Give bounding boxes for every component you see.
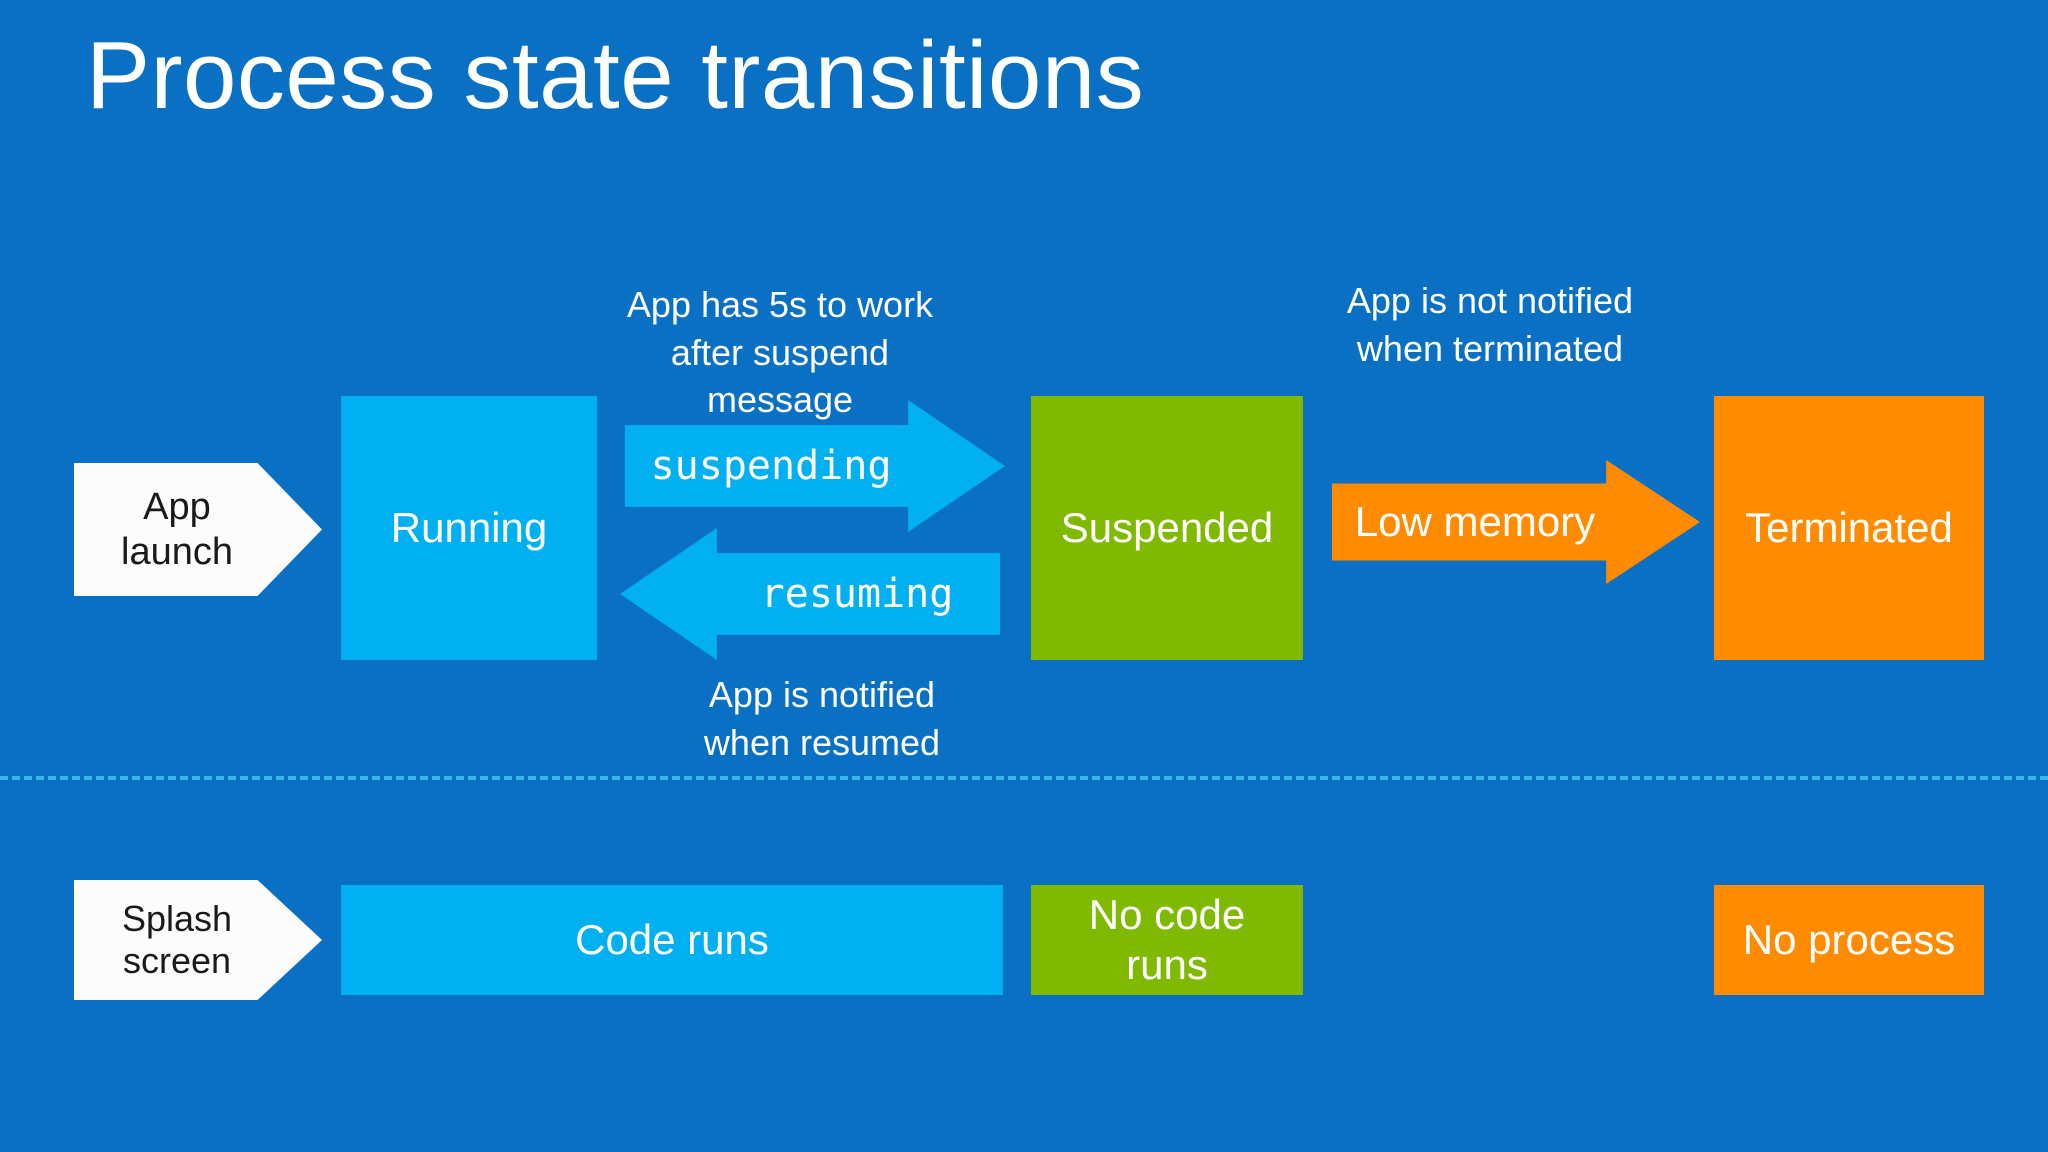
transition-arrow-low-memory[interactable]: Low memory [1332, 460, 1700, 584]
caption-low-memory-line-2: when terminated [1356, 327, 1624, 369]
section-divider [0, 776, 2048, 780]
bottom-bar-no-code-runs[interactable]: No code runs [1031, 885, 1303, 995]
splash-screen-label-line-2: screen [122, 940, 232, 981]
state-label-terminated: Terminated [1745, 503, 1953, 551]
caption-resuming-line-2: when resumed [703, 721, 941, 763]
state-box-suspended[interactable]: Suspended [1031, 396, 1303, 660]
state-label-running: Running [390, 503, 548, 551]
caption-suspending-line-2: after suspend [670, 331, 890, 373]
bottom-bar-label-no-code-runs-line-1: No code [1088, 890, 1246, 938]
transition-arrow-resuming[interactable]: resuming [620, 528, 1000, 660]
bottom-bar-label-code-runs: Code runs [575, 915, 769, 963]
bottom-bar-label-no-process: No process [1742, 915, 1956, 963]
bottom-bar-code-runs[interactable]: Code runs [341, 885, 1003, 995]
bottom-bar-no-process[interactable]: No process [1714, 885, 1984, 995]
splash-screen-label-line-1: Splash [121, 897, 233, 939]
transition-label-suspending: suspending [650, 443, 892, 489]
caption-suspending-line-1: App has 5s to work [626, 284, 934, 325]
app-launch-label-line-2: launch [121, 530, 233, 573]
splash-screen-pentagon[interactable]: Splash screen [74, 880, 322, 1000]
caption-resuming-line-1: App is notified [708, 674, 936, 715]
caption-low-memory: App is not notified when terminated [1320, 277, 1660, 372]
transition-label-resuming: resuming [760, 571, 954, 617]
app-launch-label-line-1: App [143, 485, 211, 528]
caption-suspending: App has 5s to work after suspend message [610, 281, 950, 424]
state-label-suspended: Suspended [1060, 503, 1274, 551]
bottom-bar-label-no-code-runs-line-2: runs [1126, 941, 1208, 988]
caption-suspending-line-3: message [706, 379, 854, 421]
page-title: Process state transitions [86, 22, 1145, 129]
caption-resuming: App is notified when resumed [672, 671, 972, 766]
state-box-running[interactable]: Running [341, 396, 597, 660]
state-box-terminated[interactable]: Terminated [1714, 396, 1984, 660]
transition-label-low-memory: Low memory [1354, 498, 1596, 545]
caption-low-memory-line-1: App is not notified [1346, 280, 1634, 321]
app-launch-pentagon[interactable]: App launch [74, 463, 322, 596]
